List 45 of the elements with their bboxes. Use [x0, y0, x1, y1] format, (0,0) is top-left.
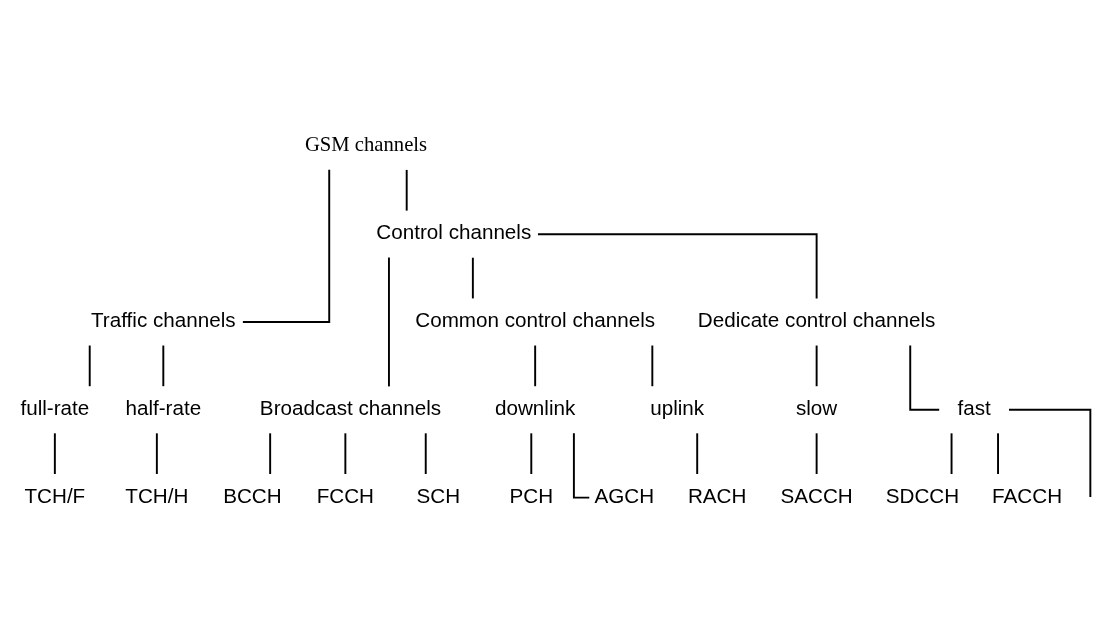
node-text: SDCCH — [885, 483, 960, 507]
connector — [424, 432, 427, 475]
connector — [909, 344, 941, 411]
connector — [269, 432, 272, 475]
node-text: full-rate — [20, 395, 90, 419]
connector — [950, 432, 953, 475]
connector — [344, 432, 347, 475]
node-text: Traffic channels — [91, 307, 236, 331]
node-text: uplink — [650, 395, 705, 419]
node-text: fast — [957, 395, 991, 419]
node-text: slow — [795, 395, 838, 419]
node-text: SACCH — [780, 483, 853, 507]
node-text: half-rate — [125, 395, 202, 419]
node-text: GSM channels — [304, 133, 428, 156]
connector — [471, 256, 474, 300]
connector — [815, 432, 818, 475]
connector — [815, 344, 818, 388]
connector — [997, 432, 999, 475]
node-text: TCH/H — [125, 483, 189, 507]
node-text: Common control channels — [415, 307, 656, 331]
connector — [162, 344, 165, 388]
connector — [537, 233, 818, 300]
node-text: Dedicate control channels — [697, 307, 936, 331]
connector — [530, 432, 533, 475]
connector — [155, 432, 158, 475]
node-text: SCH — [416, 483, 461, 507]
connector — [88, 344, 91, 388]
node-text: FACCH — [992, 483, 1063, 507]
node-text: BCCH — [223, 483, 282, 507]
connector — [534, 344, 537, 388]
connector — [651, 344, 654, 388]
node-text: Broadcast channels — [259, 395, 442, 419]
node-text: RACH — [687, 483, 747, 507]
connector — [387, 256, 390, 388]
node-text: FCCH — [316, 483, 375, 507]
node-text: Control channels — [376, 220, 532, 244]
node-text: PCH — [509, 483, 554, 507]
connector — [241, 168, 331, 323]
node-text: downlink — [495, 395, 576, 419]
connector — [405, 168, 408, 212]
node-text: AGCH — [594, 483, 655, 507]
connector — [53, 432, 56, 475]
connector — [696, 432, 699, 475]
node-text: TCH/F — [24, 483, 86, 507]
connector — [1008, 408, 1092, 498]
